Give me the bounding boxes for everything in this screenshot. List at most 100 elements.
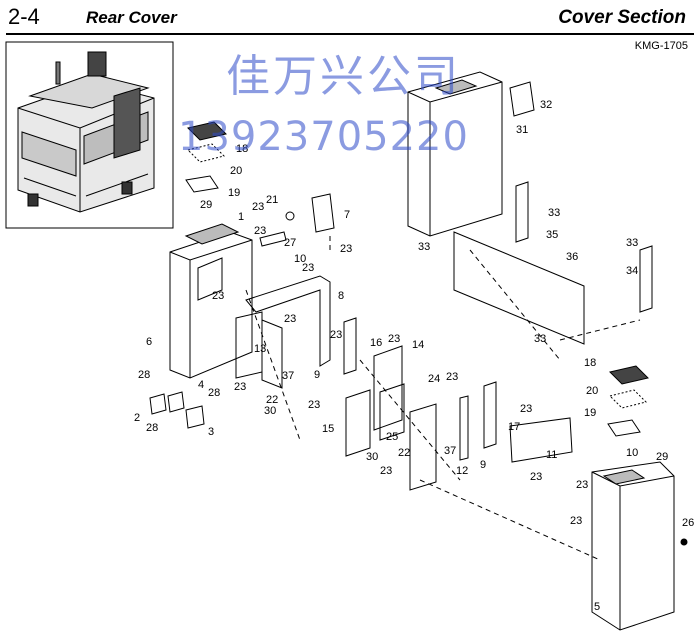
assembly-guide-lines bbox=[245, 236, 641, 561]
callout-10: 10 bbox=[294, 253, 306, 265]
panel-25 bbox=[379, 383, 405, 441]
rear-cover-top-31 bbox=[407, 71, 503, 237]
callout-23k: 23 bbox=[380, 465, 392, 477]
panel-15 bbox=[345, 389, 371, 457]
callout-23f: 23 bbox=[284, 313, 296, 325]
callout-13: 13 bbox=[254, 343, 266, 355]
callout-29: 29 bbox=[200, 199, 212, 211]
bracket-32 bbox=[509, 81, 535, 117]
callout-15: 15 bbox=[322, 423, 334, 435]
section-title: Rear Cover bbox=[86, 8, 177, 27]
callout-24: 24 bbox=[428, 373, 440, 385]
header-rule bbox=[6, 33, 694, 35]
callout-21: 21 bbox=[266, 194, 278, 206]
callout-18b: 18 bbox=[584, 357, 596, 369]
callout-22: 22 bbox=[266, 394, 278, 406]
callout-20b: 20 bbox=[586, 385, 598, 397]
callout-12: 12 bbox=[456, 465, 468, 477]
frame-11 bbox=[509, 417, 573, 463]
callout-23d: 23 bbox=[302, 262, 314, 274]
callout-9b: 9 bbox=[480, 459, 486, 471]
bracket-12 bbox=[409, 403, 437, 491]
machine-overview-illustration bbox=[17, 51, 155, 213]
callout-3: 3 bbox=[208, 426, 214, 438]
callout-4: 4 bbox=[198, 379, 204, 391]
callout-23c: 23 bbox=[340, 243, 352, 255]
model-code: KMG-1705 bbox=[634, 40, 688, 52]
callout-8: 8 bbox=[338, 290, 344, 302]
screw-21 bbox=[285, 211, 295, 221]
callout-23h: 23 bbox=[388, 333, 400, 345]
callout-23l: 23 bbox=[446, 371, 458, 383]
callout-20: 20 bbox=[230, 165, 242, 177]
callout-2: 2 bbox=[134, 412, 140, 424]
rear-cover-left-6 bbox=[169, 223, 253, 379]
callout-14: 14 bbox=[412, 339, 424, 351]
callout-26: 26 bbox=[682, 517, 694, 529]
bracket-7 bbox=[311, 193, 335, 233]
callout-18: 18 bbox=[236, 143, 248, 155]
callout-23j: 23 bbox=[308, 399, 320, 411]
callout-5: 5 bbox=[594, 601, 600, 613]
callout-1: 1 bbox=[238, 211, 244, 223]
callout-32: 32 bbox=[540, 99, 552, 111]
callout-27: 27 bbox=[284, 237, 296, 249]
screw-26 bbox=[680, 538, 688, 546]
callout-33b: 33 bbox=[418, 241, 430, 253]
callout-9: 9 bbox=[314, 369, 320, 381]
callout-37b: 37 bbox=[444, 445, 456, 457]
callout-17: 17 bbox=[508, 421, 520, 433]
callout-33c: 33 bbox=[626, 237, 638, 249]
filter-20 bbox=[187, 143, 225, 163]
clip-4 bbox=[167, 391, 185, 413]
callout-19b: 19 bbox=[584, 407, 596, 419]
callout-23o: 23 bbox=[576, 479, 588, 491]
filter-20b bbox=[609, 389, 647, 409]
callout-6: 6 bbox=[146, 336, 152, 348]
callout-30: 30 bbox=[264, 405, 276, 417]
callout-23n: 23 bbox=[530, 471, 542, 483]
callout-23i: 23 bbox=[234, 381, 246, 393]
callout-31: 31 bbox=[516, 124, 528, 136]
callout-23m: 23 bbox=[520, 403, 532, 415]
callout-29b: 29 bbox=[656, 451, 668, 463]
callout-30b: 30 bbox=[366, 451, 378, 463]
callout-23g: 23 bbox=[330, 329, 342, 341]
callout-37: 37 bbox=[282, 370, 294, 382]
clip-3 bbox=[185, 405, 205, 429]
category-title: Cover Section bbox=[558, 7, 686, 28]
panel-36 bbox=[453, 231, 585, 345]
strip-17 bbox=[483, 381, 497, 449]
callout-23a: 23 bbox=[252, 201, 264, 213]
grille-18b bbox=[609, 365, 649, 385]
callout-28c: 28 bbox=[146, 422, 158, 434]
frame-19b bbox=[607, 419, 641, 437]
panel-14 bbox=[373, 345, 403, 431]
callout-28b: 28 bbox=[208, 387, 220, 399]
frame-19 bbox=[185, 175, 219, 193]
machine-overview-frame bbox=[5, 41, 174, 229]
plate-27 bbox=[259, 231, 287, 247]
callout-16: 16 bbox=[370, 337, 382, 349]
callout-22b: 22 bbox=[398, 447, 410, 459]
section-number: 2-4 bbox=[8, 4, 40, 29]
callout-23p: 23 bbox=[570, 515, 582, 527]
callout-25: 25 bbox=[386, 431, 398, 443]
callout-10b: 10 bbox=[626, 447, 638, 459]
frame-8 bbox=[245, 275, 331, 367]
callout-7: 7 bbox=[344, 209, 350, 221]
strip-34 bbox=[639, 245, 653, 313]
grille-18 bbox=[187, 121, 227, 141]
callout-35: 35 bbox=[546, 229, 558, 241]
callout-19: 19 bbox=[228, 187, 240, 199]
callout-23b: 23 bbox=[254, 225, 266, 237]
clip-2 bbox=[149, 393, 167, 415]
callout-28a: 28 bbox=[138, 369, 150, 381]
bracket-37 bbox=[261, 319, 283, 389]
callout-34: 34 bbox=[626, 265, 638, 277]
callout-36: 36 bbox=[566, 251, 578, 263]
callout-33a: 33 bbox=[548, 207, 560, 219]
callout-33d: 33 bbox=[534, 333, 546, 345]
rear-cover-bottom-5 bbox=[591, 461, 675, 631]
